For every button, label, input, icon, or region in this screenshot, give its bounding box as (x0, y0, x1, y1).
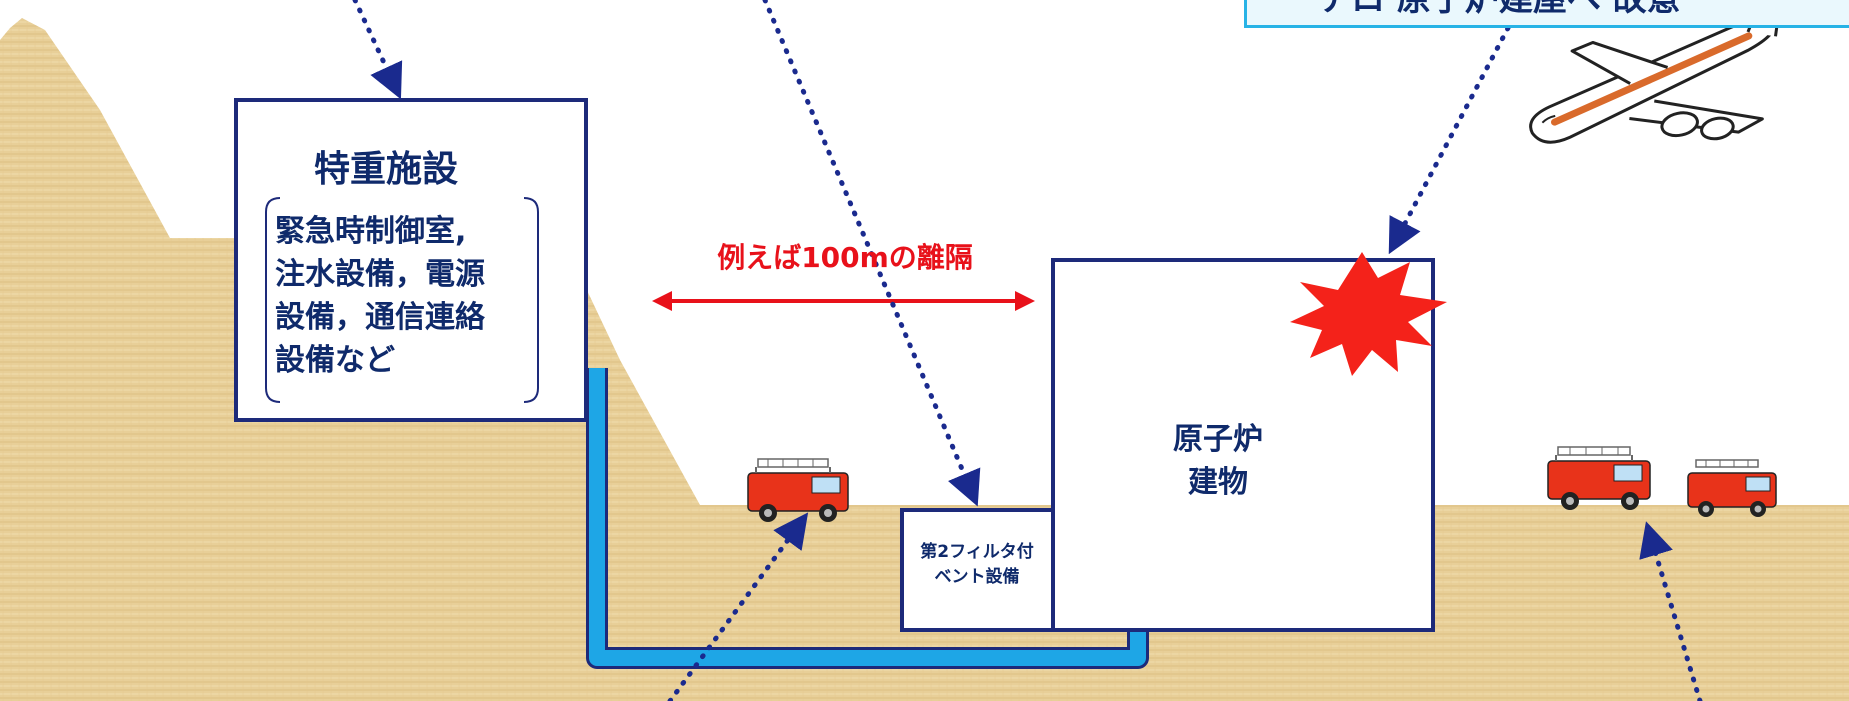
dotted-arrow-facility (352, 0, 403, 100)
fire-truck-icon (1687, 459, 1777, 517)
top-callout-box: テロ 原子炉建屋へ 故意 (1244, 0, 1849, 28)
reactor-building-label: 原子炉 建物 (1173, 422, 1263, 500)
dotted-arrow-firetruck-center (667, 512, 809, 701)
facility-bracket-right (523, 197, 539, 403)
filter-vent-label: 第2フィルタ付 ベント設備 (920, 542, 1034, 587)
airplane-icon (1529, 0, 1785, 144)
special-facility-details: 緊急時制御室, 注水設備，電源 設備，通信連絡 設備など (275, 214, 485, 378)
fire-truck-icon (1547, 446, 1651, 510)
top-callout-text: テロ 原子炉建屋へ 故意 (1317, 0, 1681, 19)
dotted-arrow-vent (762, 0, 981, 507)
facility-bracket-left (265, 197, 281, 403)
separation-distance-label: 例えば100mの離隔 (717, 241, 973, 274)
dotted-arrow-reactor (1388, 25, 1511, 255)
dotted-arrow-firetruck-right (1639, 521, 1703, 701)
explosion-icon (1290, 252, 1447, 376)
special-facility-building (234, 98, 588, 422)
fire-truck-icon (747, 458, 849, 522)
special-facility-title: 特重施設 (313, 149, 458, 190)
